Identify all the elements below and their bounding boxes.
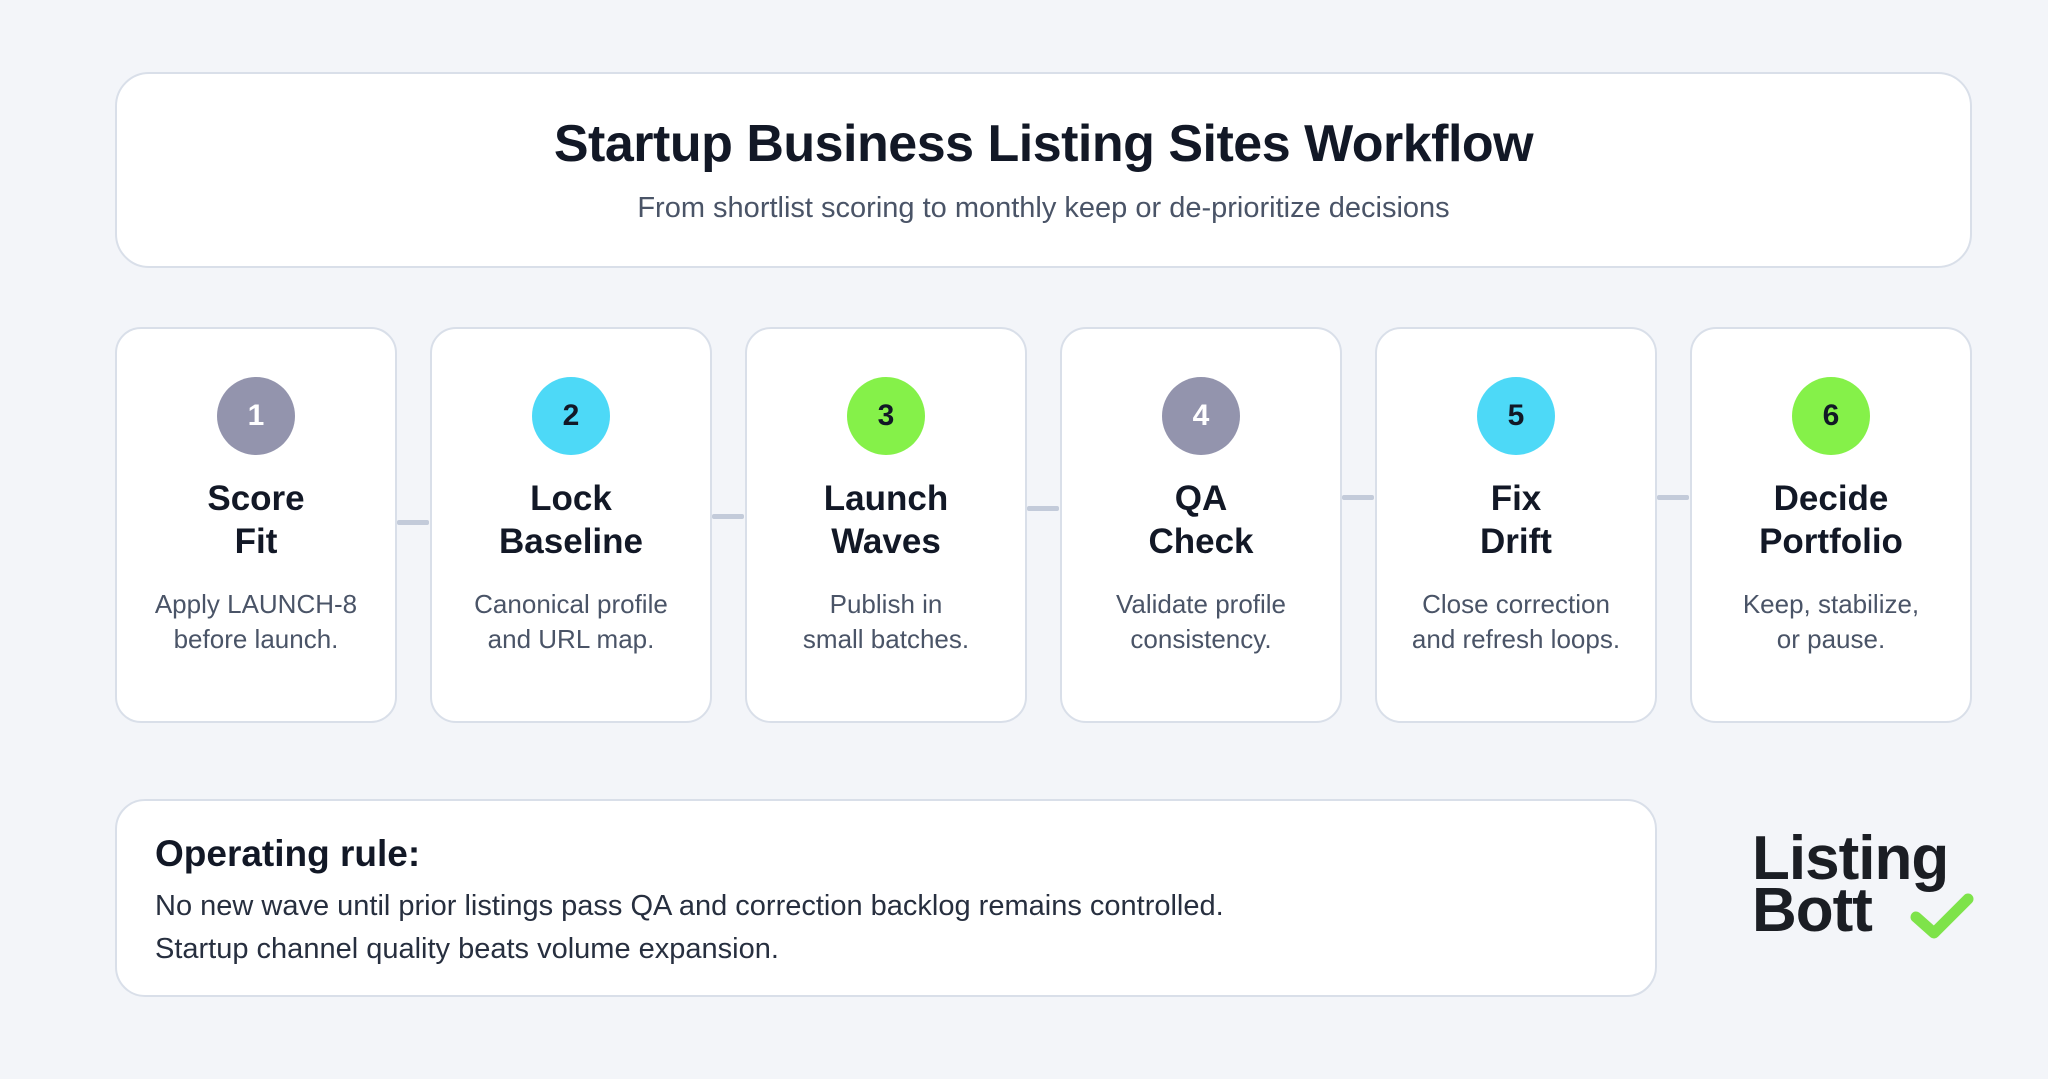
- step-card-1: 1 Score Fit Apply LAUNCH-8 before launch…: [115, 327, 397, 723]
- step-description: Keep, stabilize, or pause.: [1692, 587, 1970, 657]
- step-number-badge: 3: [847, 377, 925, 455]
- operating-rule-line: Startup channel quality beats volume exp…: [155, 933, 779, 965]
- step-card-4: 4 QA Check Validate profile consistency.: [1060, 327, 1342, 723]
- step-number-badge: 5: [1477, 377, 1555, 455]
- step-number-badge: 2: [532, 377, 610, 455]
- step-title-line: Check: [1148, 522, 1254, 561]
- step-title-line: Decide: [1773, 479, 1889, 518]
- title-card: Startup Business Listing Sites Workflow …: [115, 72, 1972, 268]
- step-description-line: before launch.: [173, 624, 339, 654]
- step-title-line: Score: [207, 479, 305, 518]
- page-subtitle: From shortlist scoring to monthly keep o…: [637, 192, 1450, 224]
- step-title: QA Check: [1062, 477, 1340, 563]
- step-description-line: consistency.: [1130, 624, 1272, 654]
- step-title: Decide Portfolio: [1692, 477, 1970, 563]
- step-title-line: Portfolio: [1759, 522, 1903, 561]
- step-description: Close correction and refresh loops.: [1377, 587, 1655, 657]
- check-icon: [1910, 893, 1974, 939]
- page-title: Startup Business Listing Sites Workflow: [553, 115, 1534, 173]
- step-title-line: Fix: [1490, 479, 1542, 518]
- listingbott-logo: Listing Bott: [1752, 824, 1982, 945]
- step-description-line: Keep, stabilize,: [1742, 589, 1920, 619]
- step-title-line: Waves: [831, 522, 941, 561]
- operating-rule-title: Operating rule:: [155, 833, 421, 874]
- step-description-line: Canonical profile: [474, 589, 668, 619]
- step-title-line: Drift: [1480, 522, 1552, 561]
- step-description-line: and refresh loops.: [1411, 624, 1621, 654]
- step-description-line: small batches.: [802, 624, 970, 654]
- step-title-line: Baseline: [499, 522, 643, 561]
- step-description-line: Close correction: [1422, 589, 1610, 619]
- logo-wordmark: Listing Bott: [1752, 824, 1982, 945]
- step-description: Publish in small batches.: [747, 587, 1025, 657]
- step-number-badge: 4: [1162, 377, 1240, 455]
- step-description: Validate profile consistency.: [1062, 587, 1340, 657]
- step-card-6: 6 Decide Portfolio Keep, stabilize, or p…: [1690, 327, 1972, 723]
- connector-5-6: [1657, 495, 1689, 500]
- logo-line: Bott: [1752, 876, 1873, 945]
- step-title: Fix Drift: [1377, 477, 1655, 563]
- step-description-line: Publish in: [829, 589, 943, 619]
- operating-rule-line: No new wave until prior listings pass QA…: [155, 890, 1224, 922]
- step-title: Launch Waves: [747, 477, 1025, 563]
- step-title-line: Launch: [823, 479, 949, 518]
- operating-rule-card: Operating rule: No new wave until prior …: [115, 799, 1657, 997]
- connector-4-5: [1342, 495, 1374, 500]
- step-card-3: 3 Launch Waves Publish in small batches.: [745, 327, 1027, 723]
- step-title: Lock Baseline: [432, 477, 710, 563]
- logo-line: Listing: [1752, 824, 1949, 893]
- connector-3-4: [1027, 506, 1059, 511]
- step-number-badge: 6: [1792, 377, 1870, 455]
- step-description-line: Apply LAUNCH-8: [154, 589, 358, 619]
- step-description: Apply LAUNCH-8 before launch.: [117, 587, 395, 657]
- step-title-line: QA: [1174, 479, 1228, 518]
- step-title-line: Fit: [234, 522, 278, 561]
- step-card-2: 2 Lock Baseline Canonical profile and UR…: [430, 327, 712, 723]
- connector-1-2: [397, 520, 429, 525]
- step-description-line: or pause.: [1776, 624, 1886, 654]
- step-card-5: 5 Fix Drift Close correction and refresh…: [1375, 327, 1657, 723]
- step-description: Canonical profile and URL map.: [432, 587, 710, 657]
- step-description-line: Validate profile: [1115, 589, 1287, 619]
- step-title-line: Lock: [530, 479, 612, 518]
- step-title: Score Fit: [117, 477, 395, 563]
- step-number-badge: 1: [217, 377, 295, 455]
- step-description-line: and URL map.: [487, 624, 655, 654]
- connector-2-3: [712, 514, 744, 519]
